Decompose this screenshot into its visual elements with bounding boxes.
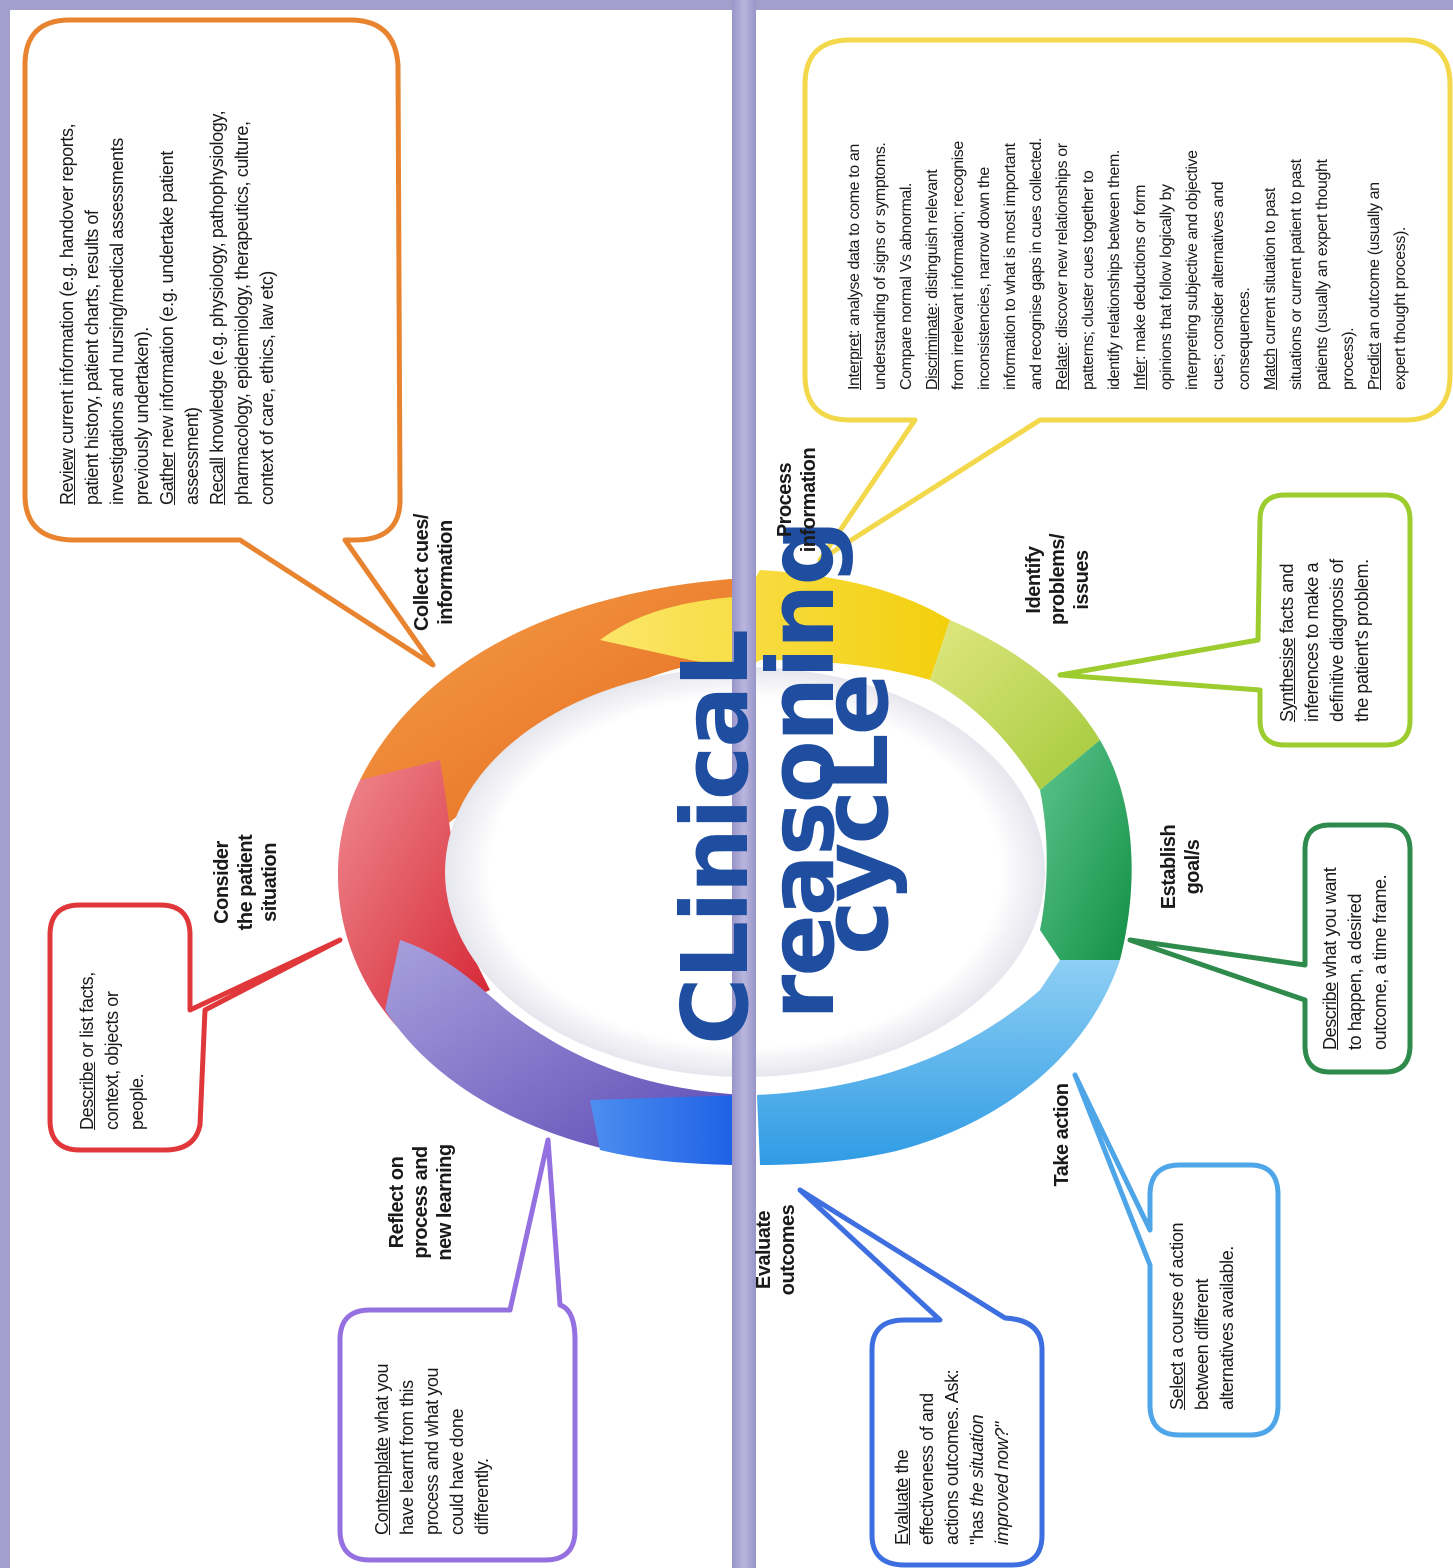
diagram-title: CLinicaL — [662, 631, 769, 1045]
page-gutter — [732, 0, 756, 1568]
process-bubble — [802, 37, 1453, 563]
take-box-text: Select a course of action between differ… — [1167, 1222, 1237, 1410]
step-label-collect: Collect cues/ information — [411, 514, 457, 631]
ring-segment-establish — [1040, 740, 1132, 960]
ring-segment-consider — [337, 760, 490, 1030]
title-line-1: CLinicaL — [662, 631, 769, 1045]
step-label-process: Process information — [774, 447, 820, 553]
process-box-text: Interpret: analyse data to come to an un… — [846, 137, 1409, 390]
evaluate-box-text: Evaluate the effectiveness of and action… — [892, 1369, 1012, 1545]
evaluate-bubble — [797, 1187, 1045, 1568]
step-label-take: Take action — [1051, 1083, 1073, 1187]
identify-bubble — [1057, 492, 1413, 748]
step-label-consider: Consider the patient situation — [211, 834, 281, 931]
consider-box-text: Describe or list facts, context, objects… — [77, 972, 147, 1130]
collect-bubble — [22, 17, 436, 668]
ring-segment-identify — [930, 620, 1100, 790]
ring-segment-evaluate — [590, 1095, 745, 1165]
step-label-reflect: Reflect on process and new learning — [386, 1144, 456, 1261]
identify-box-text: Synthesise facts and inferences to make … — [1277, 559, 1372, 722]
diagram-title-3: cycLe — [802, 674, 909, 955]
ring-segment-process — [600, 570, 950, 680]
step-label-evaluate: Evaluate outcomes — [753, 1204, 799, 1296]
collect-box-text: Review current information (e.g. handove… — [57, 110, 277, 505]
consider-bubble — [47, 902, 343, 1153]
establish-box-text: Describe what you want to happen, a desi… — [1320, 867, 1390, 1050]
ring-segment-take — [757, 960, 1120, 1165]
reflect-bubble — [337, 1137, 578, 1563]
title-line-3: cycLe — [802, 674, 909, 955]
establish-bubble — [1127, 822, 1413, 1075]
take-bubble — [1072, 1072, 1281, 1438]
step-label-identify: Identify problems/ issues — [1023, 533, 1093, 625]
reflect-box-text: Contemplate what you have learnt from th… — [372, 1363, 492, 1535]
step-label-establish: Establish goal/s — [1158, 824, 1204, 910]
